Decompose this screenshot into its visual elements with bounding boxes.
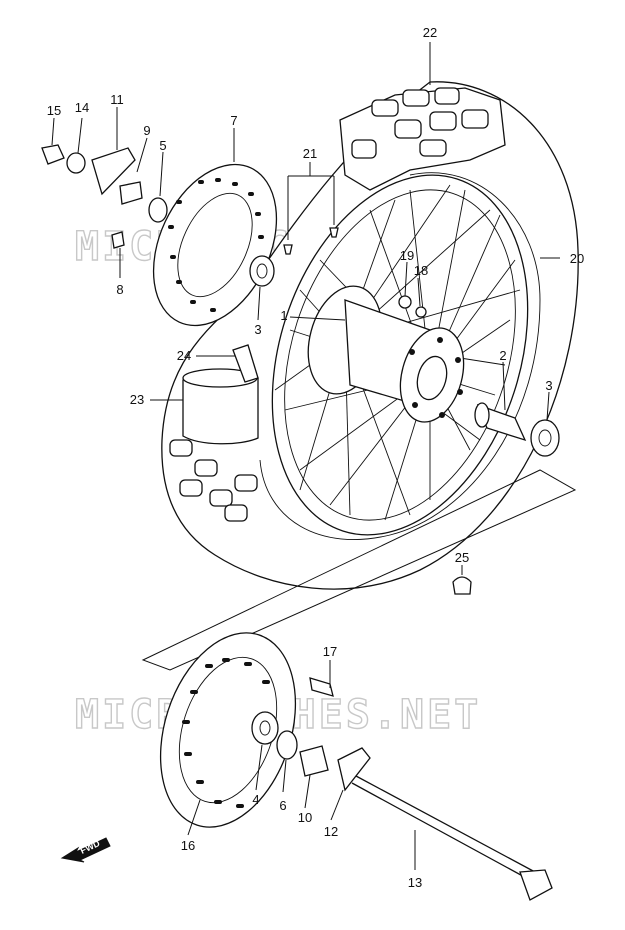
bearing-left [249,255,275,287]
section-frame [141,469,577,671]
wheel-assembly [161,81,579,590]
callout-13: 13 [408,875,422,890]
washer-left [66,152,86,174]
axle-head [519,869,553,901]
callout-20: 20 [570,251,584,266]
brake-disc-holes [168,178,264,312]
sprocket-spacer [299,745,329,777]
rim-lock-washer [415,306,427,318]
callout-4: 4 [252,792,259,807]
callout-3-right: 3 [545,378,552,393]
chain-adjuster-left [91,147,136,196]
callout-10: 10 [298,810,312,825]
screw-a [283,244,293,255]
fwd-arrow: FWD [60,837,111,863]
callout-21: 21 [303,146,317,161]
callout-22: 22 [423,25,437,40]
callout-7: 7 [230,113,237,128]
cap [452,576,472,595]
callout-16: 16 [181,838,195,853]
callout-2: 2 [499,348,506,363]
callout-8: 8 [116,282,123,297]
callout-1: 1 [280,308,287,323]
callout-17: 17 [323,644,337,659]
disc-bolt [111,231,125,249]
callout-5: 5 [159,138,166,153]
callout-3-left: 3 [254,322,261,337]
sprocket-stud [309,677,334,697]
callout-18: 18 [414,263,428,278]
screw-b [329,227,339,238]
hub-bore [416,355,448,401]
rim-strip-valve [232,344,259,383]
brake-disc-group [41,144,278,327]
callout-19: 19 [400,248,414,263]
callout-6: 6 [279,798,286,813]
callout-23: 23 [130,392,144,407]
tire-tread [169,87,506,522]
sprocket-seal [276,730,298,760]
spacer-end [474,402,490,428]
bearing-right [530,419,560,457]
leader-lines [51,42,560,870]
chain-adjuster-right [337,747,371,792]
tire-inner-edge [259,172,541,540]
sprocket-group [159,632,553,901]
sprocket-holes [182,658,270,808]
hub-bolt-holes [409,337,463,418]
callout-14: 14 [75,100,89,115]
callout-25: 25 [455,550,469,565]
callout-9: 9 [143,123,150,138]
oil-seal [148,197,168,223]
callout-11: 11 [110,92,124,107]
axle-nut [41,144,65,165]
callout-24: 24 [177,348,191,363]
sprocket-bearing [251,711,279,745]
callout-15: 15 [47,103,61,118]
callout-labels: 22 21 7 11 14 15 9 5 8 3 1 19 18 20 2 3 … [47,25,584,890]
rim-inner [284,189,516,521]
spacer-left [119,181,143,205]
rim-lock-nut [398,295,412,309]
callout-12: 12 [324,824,338,839]
rear-axle [351,782,531,881]
